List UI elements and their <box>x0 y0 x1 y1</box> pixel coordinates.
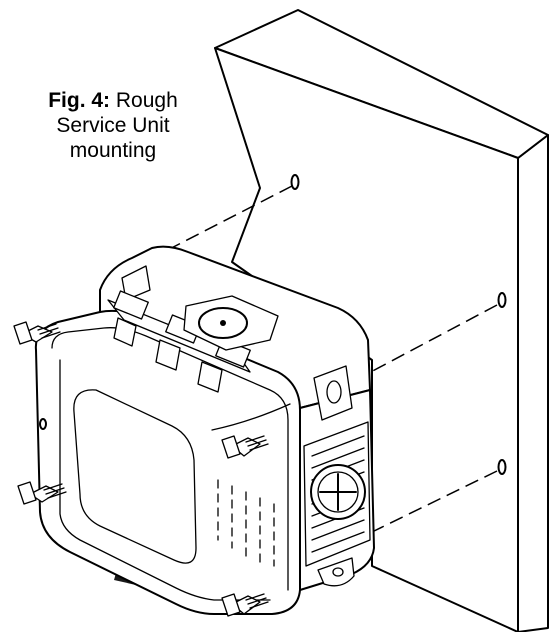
front-ear-hole <box>39 418 47 430</box>
screw-bottom <box>221 593 269 617</box>
mounting-holes <box>290 174 507 475</box>
vent-plug <box>183 295 279 351</box>
mounting-hole-top <box>290 174 300 190</box>
caption-text-line3: mounting <box>69 139 157 162</box>
mounting-hole-lower <box>497 459 507 475</box>
mounting-hole-right <box>497 292 507 308</box>
screw-mid-left <box>17 481 67 505</box>
figure-caption: Fig. 4: Rough Service Unit mounting <box>18 88 208 163</box>
top-mounting-tab <box>313 365 353 421</box>
caption-text-line2: Service Unit <box>56 114 170 137</box>
screw-top-left <box>13 321 61 345</box>
rough-service-unit <box>34 245 375 615</box>
mounting-screws <box>13 321 269 617</box>
alignment-lines <box>151 185 498 533</box>
bottom-mounting-tab <box>317 557 355 587</box>
label-panel <box>73 389 197 564</box>
caption-text-line1: Rough <box>115 89 178 112</box>
gland-cross-icon <box>319 473 357 511</box>
screw-center <box>221 435 269 459</box>
figure-label: Fig. 4: <box>48 89 111 112</box>
